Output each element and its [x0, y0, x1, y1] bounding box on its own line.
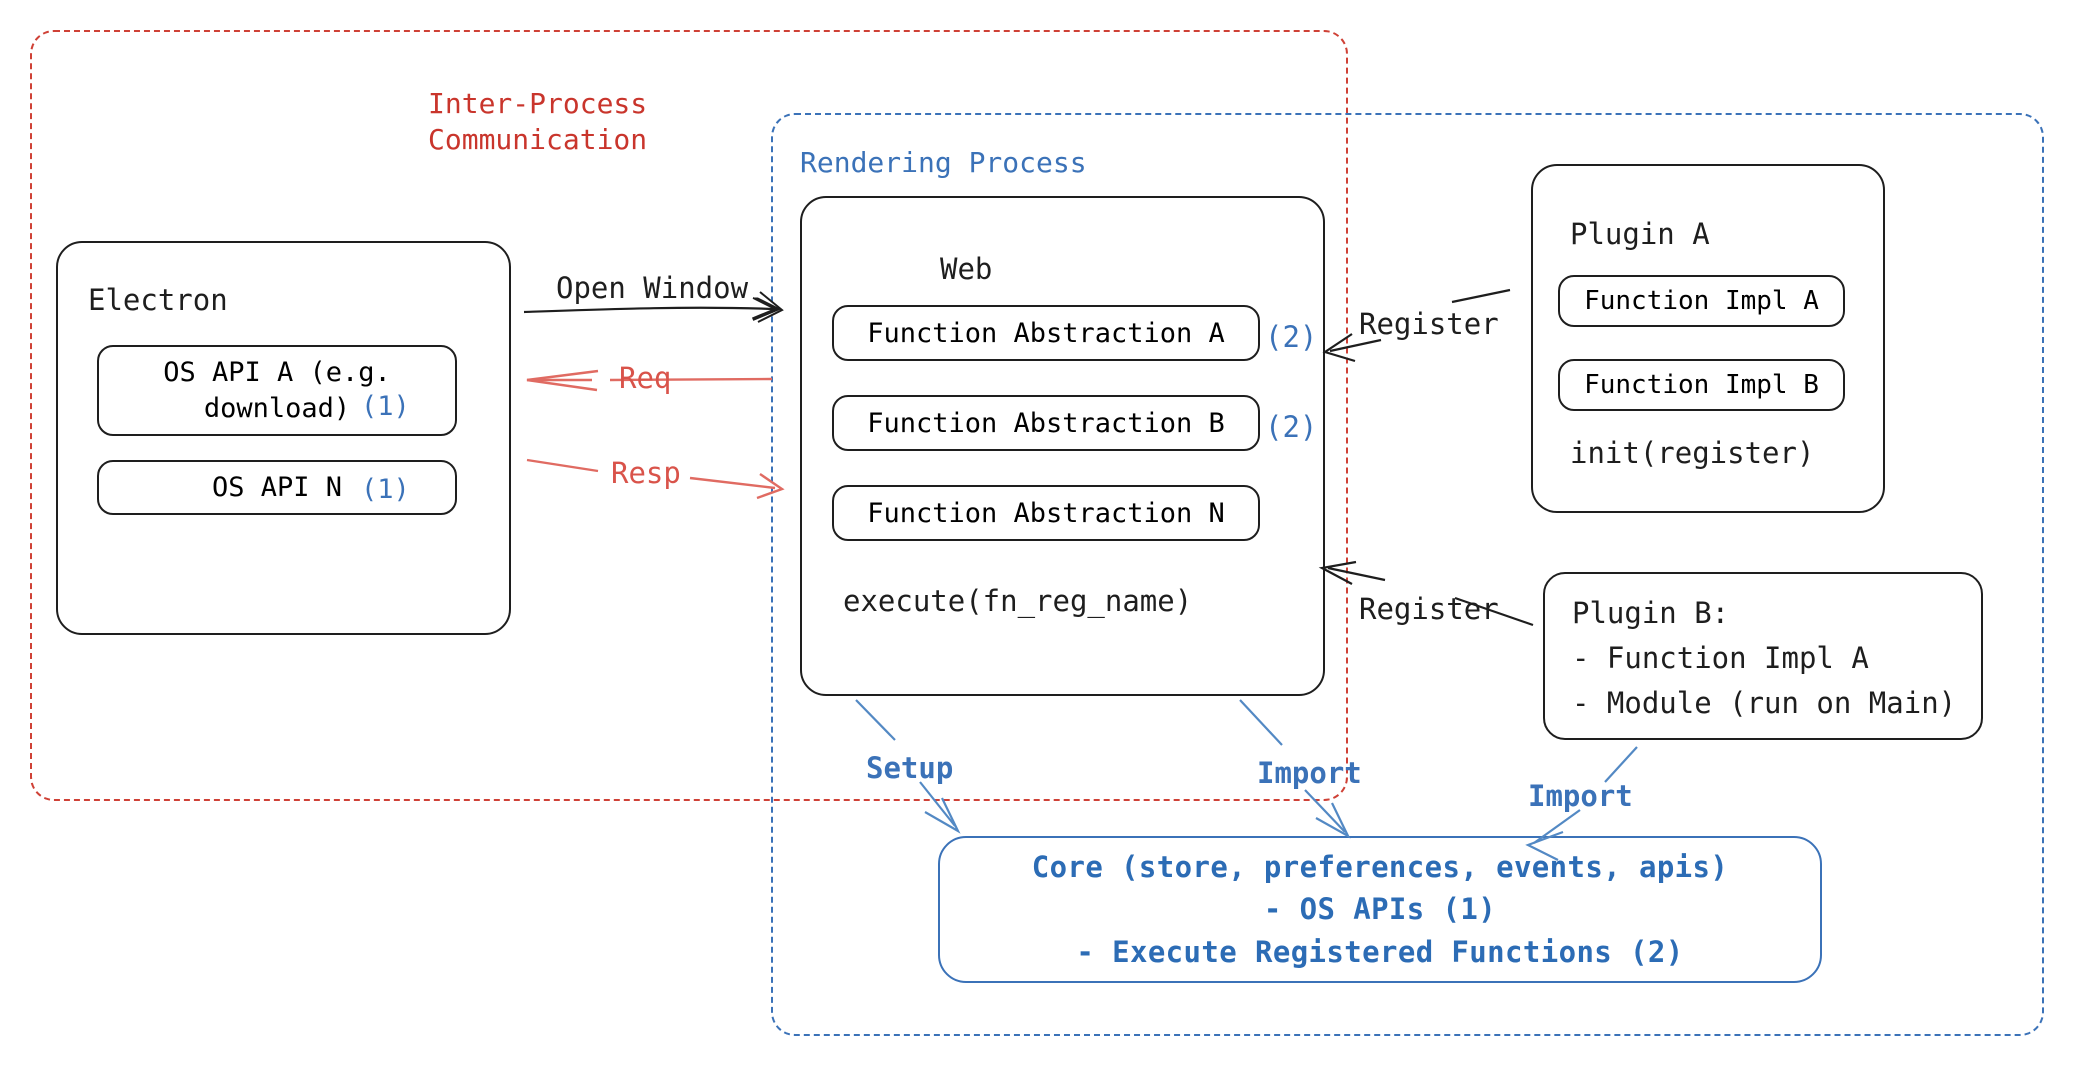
edge-label-import-web: Import	[1257, 756, 1362, 790]
function-abstraction-b-box[interactable]: Function Abstraction B	[832, 395, 1260, 451]
web-title: Web	[940, 252, 993, 286]
os-api-n-box[interactable]: OS API N (1)	[97, 460, 457, 515]
core-line-1: Core (store, preferences, events, apis)	[1031, 850, 1729, 885]
edge-label-import-plugin-b: Import	[1528, 779, 1633, 813]
edge-label-req: Req	[619, 361, 672, 395]
edge-label-resp: Resp	[611, 456, 681, 490]
os-api-a-tag: (1)	[361, 391, 410, 422]
core-line-2: - OS APIs (1)	[1263, 892, 1497, 927]
plugin-a-init-label: init(register)	[1570, 436, 1815, 470]
core-line-3: - Execute Registered Functions (2)	[1076, 934, 1684, 969]
os-api-a-box[interactable]: OS API A (e.g. download) (1)	[97, 345, 457, 436]
function-abstraction-a-tag: (2)	[1265, 320, 1318, 354]
function-abstraction-n-label: Function Abstraction N	[867, 497, 1225, 529]
electron-box[interactable]	[56, 241, 511, 635]
electron-title: Electron	[88, 283, 228, 317]
ipc-label: Inter-Process Communication	[428, 87, 648, 156]
function-impl-a-label: Function Impl A	[1584, 286, 1819, 316]
plugin-a-box[interactable]	[1531, 164, 1885, 513]
plugin-b-box[interactable]	[1543, 572, 1983, 740]
function-abstraction-a-label: Function Abstraction A	[867, 317, 1225, 349]
ipc-boundary	[30, 30, 1348, 801]
os-api-n-label: OS API N	[211, 472, 343, 503]
function-abstraction-b-label: Function Abstraction B	[867, 407, 1225, 439]
function-abstraction-b-tag: (2)	[1265, 410, 1318, 444]
edge-label-register-a: Register	[1359, 307, 1499, 341]
function-impl-b-box[interactable]: Function Impl B	[1558, 359, 1845, 411]
function-abstraction-n-box[interactable]: Function Abstraction N	[832, 485, 1260, 541]
function-impl-b-label: Function Impl B	[1584, 370, 1819, 400]
web-execute-label: execute(fn_reg_name)	[843, 584, 1193, 618]
edge-label-register-b: Register	[1359, 592, 1499, 626]
function-abstraction-a-box[interactable]: Function Abstraction A	[832, 305, 1260, 361]
function-impl-a-box[interactable]: Function Impl A	[1558, 275, 1845, 327]
os-api-n-tag: (1)	[361, 474, 410, 505]
core-box[interactable]: Core (store, preferences, events, apis) …	[938, 836, 1822, 983]
edge-label-setup: Setup	[866, 751, 954, 785]
plugin-a-title: Plugin A	[1570, 217, 1710, 251]
plugin-b-title: Plugin B:	[1572, 596, 1730, 630]
os-api-a-label: OS API A (e.g. download)	[163, 357, 391, 424]
rendering-process-boundary	[771, 113, 2044, 1036]
plugin-b-item-1: - Function Impl A	[1572, 641, 1869, 675]
rendering-process-label: Rendering Process	[800, 146, 1087, 179]
plugin-b-item-2: - Module (run on Main)	[1572, 686, 1957, 720]
edge-label-open-window: Open Window	[556, 271, 749, 305]
